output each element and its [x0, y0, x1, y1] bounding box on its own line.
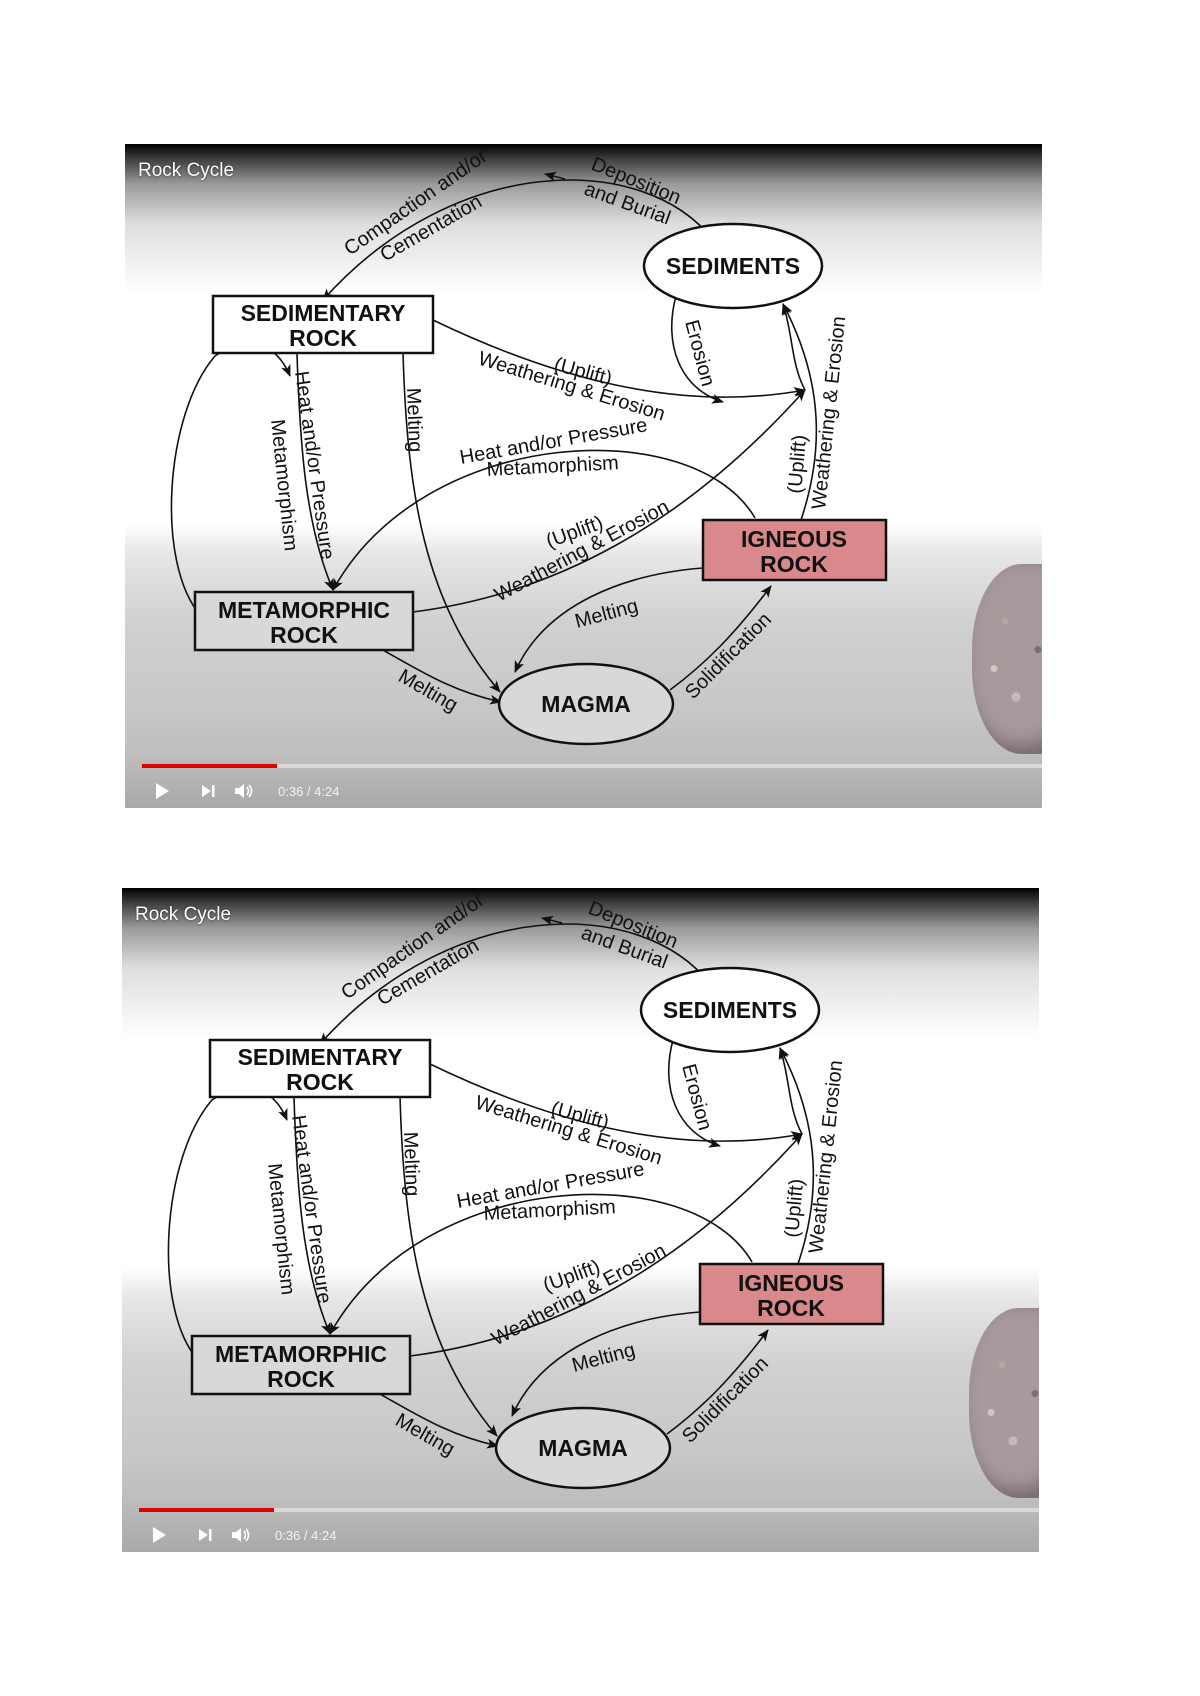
volume-button[interactable]	[226, 1520, 256, 1550]
metamorphic-label-line1: METAMORPHIC	[215, 1341, 387, 1367]
time-display: 0:36 / 4:24	[278, 784, 340, 799]
node-magma: MAGMA	[494, 1406, 672, 1490]
node-metamorphic-rock: METAMORPHIC ROCK	[193, 590, 415, 652]
volume-icon	[232, 1528, 250, 1542]
label-weathering-b: Weathering & Erosion	[488, 1240, 670, 1351]
arrow-sedimentary-weathering	[429, 1063, 803, 1142]
label-solidification: Solidification	[681, 609, 776, 704]
arrow-igneous-melting	[514, 567, 704, 673]
label-melting-a: Melting	[399, 1131, 423, 1196]
node-sediments: SEDIMENTS	[639, 966, 821, 1054]
igneous-label-line1: IGNEOUS	[738, 1270, 844, 1296]
volume-button[interactable]	[229, 776, 259, 806]
label-solidification: Solidification	[678, 1353, 773, 1448]
rock-cycle-diagram: SEDIMENTS SEDIMENTARY ROCK METAMORPHIC R…	[170, 145, 888, 746]
sediments-label: SEDIMENTS	[666, 253, 800, 279]
arrow-sedimentary-metamorphic	[296, 353, 334, 591]
label-erosion: Erosion	[677, 1062, 716, 1133]
label-erosion: Erosion	[680, 318, 719, 389]
player-controls: 0:36 / 4:24	[122, 1520, 1039, 1550]
magma-label: MAGMA	[538, 1435, 627, 1461]
node-magma: MAGMA	[497, 662, 675, 746]
node-sediments: SEDIMENTS	[642, 222, 824, 310]
arrow-sedimentary-metamorphic	[293, 1097, 331, 1335]
arrow-metamorphic-melting	[382, 649, 502, 705]
label-weathering-b: Weathering & Erosion	[491, 496, 673, 607]
node-igneous-rock: IGNEOUS ROCK	[701, 518, 888, 582]
metamorphic-label-line2: ROCK	[270, 622, 338, 648]
arrow-metamorphic-weathering	[409, 1133, 803, 1357]
rock-cycle-diagram: SEDIMENTS SEDIMENTARY ROCK METAMORPHIC R…	[167, 889, 885, 1490]
video-frame-top[interactable]: SEDIMENTS SEDIMENTARY ROCK METAMORPHIC R…	[125, 144, 1042, 808]
arrow-igneous-melting	[511, 1311, 701, 1417]
next-icon	[202, 785, 215, 797]
arrow-deposition	[319, 923, 711, 1045]
arrow-igneous-uplift	[782, 303, 818, 521]
arrow-sedimentary-melting	[402, 351, 501, 693]
play-button[interactable]	[147, 776, 177, 806]
progress-fill	[139, 1508, 274, 1512]
label-uplift-c: (Uplift)	[784, 434, 811, 495]
next-icon	[199, 1529, 212, 1541]
arrow-deposition-head	[541, 915, 563, 926]
arrow-metamorphic-loop	[170, 343, 291, 617]
progress-bar[interactable]	[139, 1508, 1039, 1512]
node-igneous-rock: IGNEOUS ROCK	[698, 1262, 885, 1326]
igneous-label-line2: ROCK	[760, 551, 828, 577]
node-sedimentary-rock: SEDIMENTARY ROCK	[211, 294, 435, 355]
sedimentary-label-line1: SEDIMENTARY	[241, 300, 406, 326]
magma-label: MAGMA	[541, 691, 630, 717]
label-uplift-c: (Uplift)	[781, 1178, 808, 1239]
sedimentary-label-line2: ROCK	[289, 325, 357, 351]
granite-rock-image	[972, 564, 1042, 754]
arrow-metamorphic-weathering	[412, 389, 806, 613]
arrow-deposition	[322, 179, 714, 301]
label-weathering-c: Weathering & Erosion	[805, 1059, 847, 1254]
next-button[interactable]	[193, 776, 223, 806]
label-weathering-c: Weathering & Erosion	[808, 315, 850, 510]
video-title: Rock Cycle	[138, 160, 235, 181]
progress-bar[interactable]	[142, 764, 1042, 768]
play-button[interactable]	[144, 1520, 174, 1550]
arrow-sedimentary-weathering	[432, 319, 806, 398]
label-metamorphism-vertical: Metamorphism	[263, 1162, 299, 1296]
play-icon	[153, 1527, 166, 1543]
sedimentary-label-line1: SEDIMENTARY	[238, 1044, 403, 1070]
arrow-igneous-metamorphic	[329, 1193, 753, 1335]
play-icon	[156, 783, 169, 799]
igneous-label-line2: ROCK	[757, 1295, 825, 1321]
arrow-solidification	[666, 1329, 769, 1435]
arrow-metamorphic-melting	[379, 1393, 499, 1449]
label-metamorphism-vertical: Metamorphism	[266, 418, 302, 552]
node-metamorphic-rock: METAMORPHIC ROCK	[190, 1334, 412, 1396]
arrow-igneous-metamorphic	[332, 449, 756, 591]
next-button[interactable]	[190, 1520, 220, 1550]
arrow-sedimentary-melting	[399, 1095, 498, 1437]
arrow-igneous-uplift	[779, 1047, 815, 1265]
label-melting-c: Melting	[392, 1409, 459, 1460]
igneous-label-line1: IGNEOUS	[741, 526, 847, 552]
player-controls: 0:36 / 4:24	[125, 776, 1042, 806]
video-frame-bottom[interactable]: SEDIMENTS SEDIMENTARY ROCK METAMORPHIC R…	[122, 888, 1039, 1552]
arrow-deposition-head	[544, 171, 566, 182]
time-display: 0:36 / 4:24	[275, 1528, 337, 1543]
node-sedimentary-rock: SEDIMENTARY ROCK	[208, 1038, 432, 1099]
metamorphic-label-line2: ROCK	[267, 1366, 335, 1392]
sediments-label: SEDIMENTS	[663, 997, 797, 1023]
volume-icon	[235, 784, 253, 798]
metamorphic-label-line1: METAMORPHIC	[218, 597, 390, 623]
video-title: Rock Cycle	[135, 904, 232, 925]
label-melting-c: Melting	[395, 665, 462, 716]
sedimentary-label-line2: ROCK	[286, 1069, 354, 1095]
granite-rock-image	[969, 1308, 1039, 1498]
arrow-solidification	[669, 585, 772, 691]
progress-fill	[142, 764, 277, 768]
arrow-metamorphic-loop	[167, 1087, 288, 1361]
label-melting-a: Melting	[402, 387, 426, 452]
